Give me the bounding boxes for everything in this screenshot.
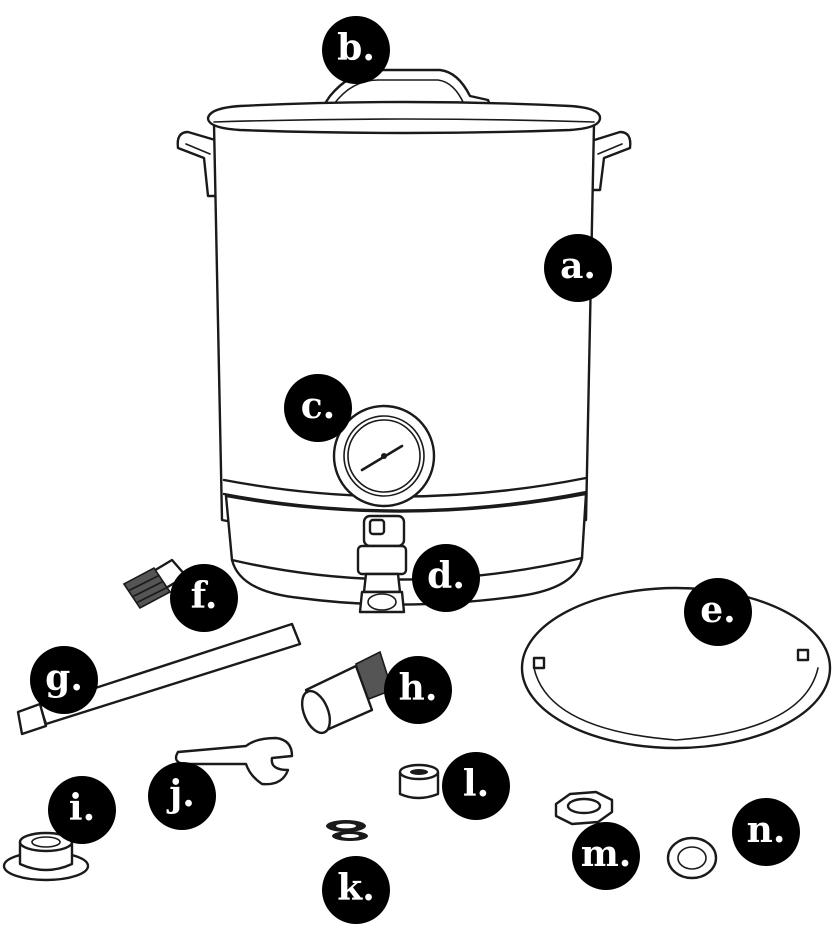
label-c-text: c.	[301, 385, 335, 427]
label-i-text: i.	[69, 787, 95, 829]
false-bottom-plate	[520, 586, 832, 750]
bulkhead-opening	[300, 689, 332, 735]
label-j-text: j.	[166, 773, 195, 815]
fitting-thread-lines	[129, 575, 167, 603]
valve-outlet-opening	[367, 593, 397, 611]
nut-hole	[566, 797, 602, 815]
label-k: k.	[322, 856, 390, 924]
right-side-handle-inner	[597, 143, 623, 155]
fitting-threads	[122, 566, 172, 610]
lid-handle-inner	[333, 79, 465, 105]
label-l: l.	[442, 752, 510, 820]
bulkhead-fitting	[300, 650, 393, 735]
thermometer-pivot	[381, 453, 387, 459]
false-bottom-tab-left	[532, 656, 546, 670]
false-bottom-tab-right	[796, 648, 810, 662]
label-a: a.	[544, 234, 612, 302]
label-f: f.	[170, 564, 238, 632]
dip-tube	[16, 622, 302, 736]
label-e-text: e.	[700, 589, 735, 631]
valve-stem	[362, 572, 402, 594]
washer-inner	[677, 846, 707, 870]
coupler	[398, 763, 440, 800]
lid-disc	[206, 100, 602, 135]
thermometer-inner-ring	[343, 415, 425, 497]
label-c: c.	[284, 374, 352, 442]
false-bottom	[520, 586, 832, 750]
label-i: i.	[48, 776, 116, 844]
washer-outer	[666, 836, 718, 880]
label-d-text: d.	[427, 555, 465, 597]
label-k-text: k.	[337, 867, 374, 909]
o-ring-2-hole	[341, 834, 359, 838]
left-side-handle-inner	[185, 143, 211, 155]
valve-lever	[368, 518, 386, 536]
false-bottom-inner-arc	[533, 667, 819, 741]
label-j: j.	[148, 762, 216, 830]
label-l-text: l.	[463, 763, 489, 805]
lid-rim	[213, 118, 595, 123]
kettle-base	[224, 492, 588, 581]
washer	[666, 836, 718, 880]
label-h-text: h.	[399, 667, 438, 709]
label-n: n.	[732, 798, 800, 866]
lock-nut	[554, 790, 614, 826]
label-g-text: g.	[45, 657, 83, 699]
ball-valve	[356, 514, 408, 614]
label-m: m.	[572, 822, 640, 890]
flanged-gasket	[2, 831, 90, 882]
label-g: g.	[30, 646, 98, 714]
wrench-body	[174, 736, 294, 786]
dip-tube-end	[16, 702, 48, 736]
o-rings	[326, 820, 368, 841]
label-b: b.	[322, 16, 390, 84]
o-ring-1-hole	[336, 823, 356, 829]
label-b-text: b.	[337, 27, 375, 69]
label-a-text: a.	[560, 245, 596, 287]
coupler-hole	[410, 769, 428, 775]
label-e: e.	[684, 578, 752, 646]
left-side-handle	[176, 130, 224, 198]
label-h: h.	[384, 656, 452, 724]
valve-outlet	[358, 590, 406, 614]
gasket-hole	[31, 836, 61, 848]
wrench	[174, 736, 294, 786]
label-f-text: f.	[191, 575, 218, 617]
lid-handle	[320, 68, 494, 112]
kettle-base-bottom	[230, 556, 584, 606]
thermometer-face	[347, 419, 421, 493]
label-m-text: m.	[581, 833, 632, 875]
right-side-handle	[586, 130, 632, 192]
valve-body	[356, 544, 408, 576]
lid	[206, 68, 602, 135]
label-n-text: n.	[747, 809, 786, 851]
thermometer	[332, 404, 436, 508]
label-d: d.	[412, 544, 480, 612]
